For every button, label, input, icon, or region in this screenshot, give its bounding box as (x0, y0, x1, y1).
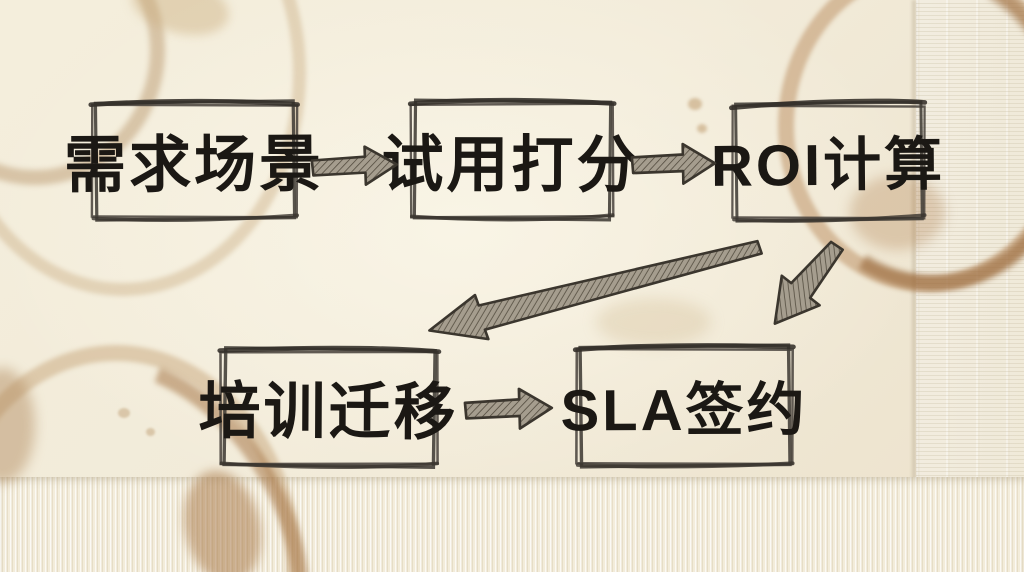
arrow-requirements-to-trial (308, 140, 402, 191)
stain-dot (697, 124, 707, 133)
stain-smudge-center (596, 298, 711, 346)
arrow-roi-to-sla (749, 224, 861, 345)
stain-dot (688, 98, 702, 110)
sketch-box-border (217, 345, 442, 470)
node-requirements: 需求场景 (64, 94, 324, 227)
sketch-box-border (729, 98, 928, 223)
node-label-trial-scoring: 试用打分 (381, 130, 642, 200)
arrow-roi-to-training-migration (419, 219, 771, 356)
stain-dot (146, 428, 155, 436)
sketch-box-border (407, 97, 617, 222)
node-label-sla-signing: SLA签约 (560, 377, 808, 443)
stain-dot (118, 408, 130, 418)
node-label-roi-calculation: ROI计算 (710, 132, 946, 199)
node-label-requirements: 需求场景 (63, 130, 325, 201)
arrow-training-to-sla (461, 383, 556, 435)
sketch-box-border (88, 98, 300, 223)
sketch-box-border (572, 343, 796, 469)
coffee-stain-right (850, 175, 945, 250)
node-roi-calculation: ROI计算 (711, 95, 945, 228)
node-training-migration: 培训迁移 (198, 341, 459, 474)
node-sla-signing: SLA签约 (560, 339, 808, 475)
arrow-trial-to-roi (629, 138, 720, 190)
node-label-training-migration: 培训迁移 (198, 377, 459, 448)
node-trial-scoring: 试用打分 (381, 94, 642, 228)
